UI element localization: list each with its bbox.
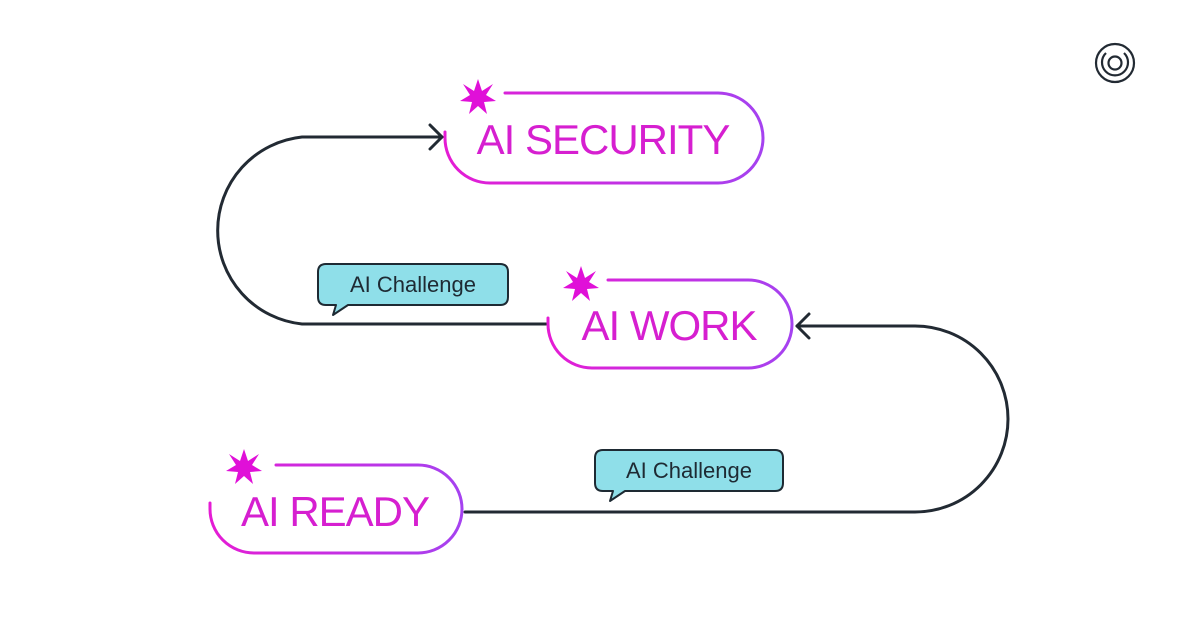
stage-ai-security: AI SECURITY [443,79,765,185]
arrowhead-icon [795,312,811,340]
connector-ready-to-work [463,324,1010,514]
challenge-bubble: AI Challenge [594,449,784,502]
stage-pill-outline [546,278,794,370]
connector-work-to-security [216,135,548,326]
stage-ai-ready: AI READY [208,449,464,555]
stage-label: AI SECURITY [477,116,731,163]
stage-ai-work: AI WORK [546,266,794,370]
speech-bubble-shape [317,263,509,316]
sparkle-icon [460,79,496,114]
challenge-label: AI Challenge [626,458,752,483]
sparkle-icon [563,266,599,301]
speech-bubble-shape [594,449,784,502]
concentric-rings-logo-icon [1094,42,1136,84]
challenge-label: AI Challenge [350,272,476,297]
stage-pill-outline [208,463,464,555]
arrowhead-icon [428,123,444,151]
stage-pill-outline [443,91,765,185]
sparkle-icon [226,449,262,484]
stage-label: AI READY [241,488,430,535]
challenge-bubble: AI Challenge [317,263,509,316]
stage-label: AI WORK [581,302,757,349]
